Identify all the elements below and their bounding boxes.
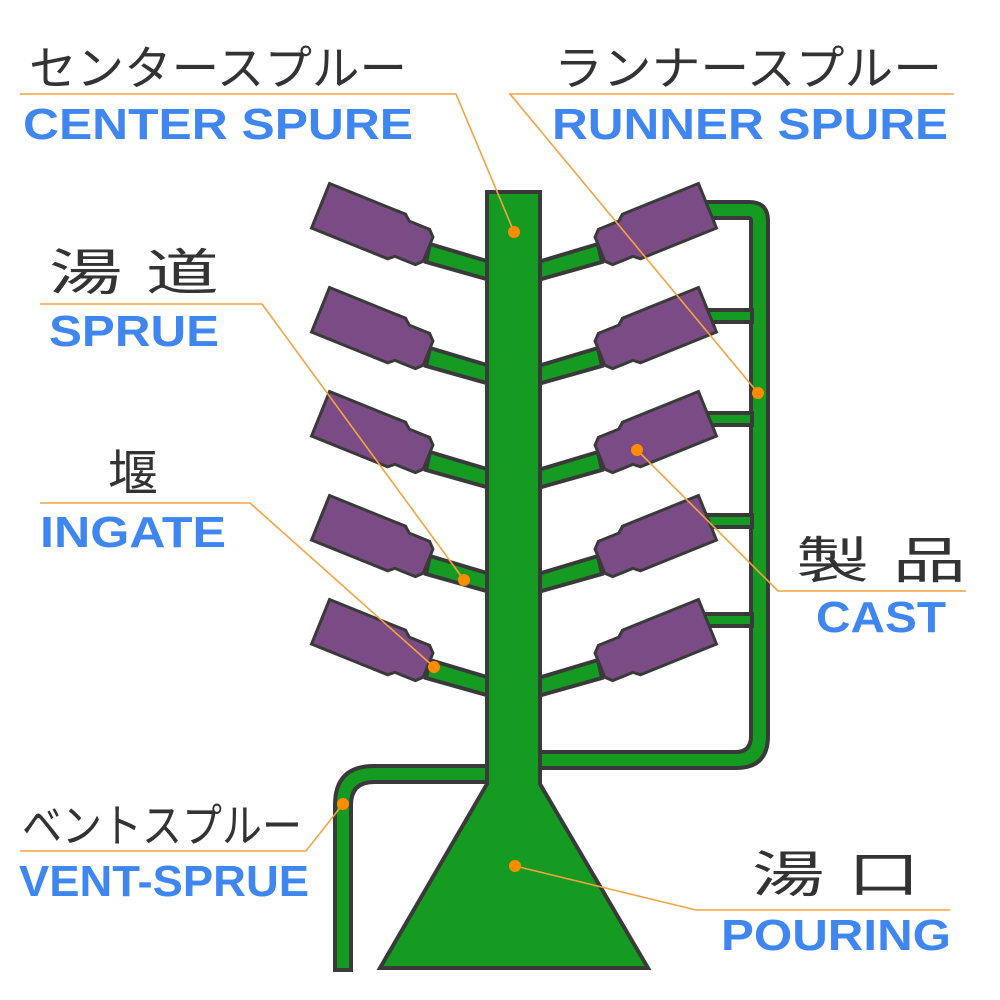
cast-jp-label: 製 品: [796, 532, 966, 590]
cast-right-3: [593, 389, 719, 475]
dot-center-spure: [508, 226, 520, 238]
leader-dots: [337, 226, 764, 872]
vent-sprue-en-label: VENT-SPRUE: [19, 857, 309, 906]
cast-right-5: [593, 597, 719, 683]
cast-left-5: [309, 597, 435, 683]
runner-spure-en-label: RUNNER SPURE: [552, 100, 948, 149]
right-ingate-arms: [536, 241, 605, 699]
cast-right-1: [593, 181, 719, 267]
cast-right-2: [593, 285, 719, 371]
center-spure-jp-label: センタースプルー: [29, 42, 407, 97]
cast-left-1: [309, 181, 435, 267]
dot-pouring: [509, 860, 521, 872]
ingate-jp-label: 堰: [108, 445, 158, 503]
dot-vent-sprue: [337, 798, 349, 810]
dot-runner-spure: [752, 387, 764, 399]
left-ingate-arms: [423, 241, 492, 699]
pouring-jp-label: 湯 口: [752, 846, 920, 904]
center-spure-and-pouring-cup: [376, 190, 652, 970]
sprue-jp-label: 湯 道: [49, 244, 219, 302]
dot-ingate: [428, 661, 440, 673]
ingate-en-label: INGATE: [40, 508, 226, 557]
leader-sprue: [40, 303, 465, 581]
leader-pouring: [514, 865, 950, 911]
leader-ingate: [40, 502, 435, 668]
leader-runner-spure: [508, 93, 954, 394]
center-spure-en-label: CENTER SPURE: [23, 100, 413, 149]
dot-sprue: [458, 574, 470, 586]
cast-left-4: [309, 493, 435, 579]
casting-tree: [333, 190, 770, 972]
leader-center-spure: [20, 93, 515, 233]
cast-left-3: [309, 389, 435, 475]
pouring-en-label: POURING: [721, 911, 951, 960]
casts-right: [593, 181, 719, 683]
casts-left: [309, 181, 435, 683]
leader-cast: [636, 449, 966, 592]
leader-lines: [20, 93, 966, 911]
sprue-en-label: SPRUE: [49, 307, 219, 356]
dot-cast: [631, 444, 643, 456]
text-labels: センタースプルー CENTER SPURE ランナースプルー RUNNER SP…: [19, 42, 966, 960]
cast-left-2: [309, 285, 435, 371]
leader-vent-sprue: [20, 803, 344, 852]
runner-spure-jp-label: ランナースプルー: [554, 42, 942, 97]
vent-sprue-jp-label: ベントスプルー: [22, 799, 302, 853]
cast-right-4: [593, 493, 719, 579]
runner-rungs: [698, 308, 754, 628]
cast-en-label: CAST: [816, 593, 946, 642]
